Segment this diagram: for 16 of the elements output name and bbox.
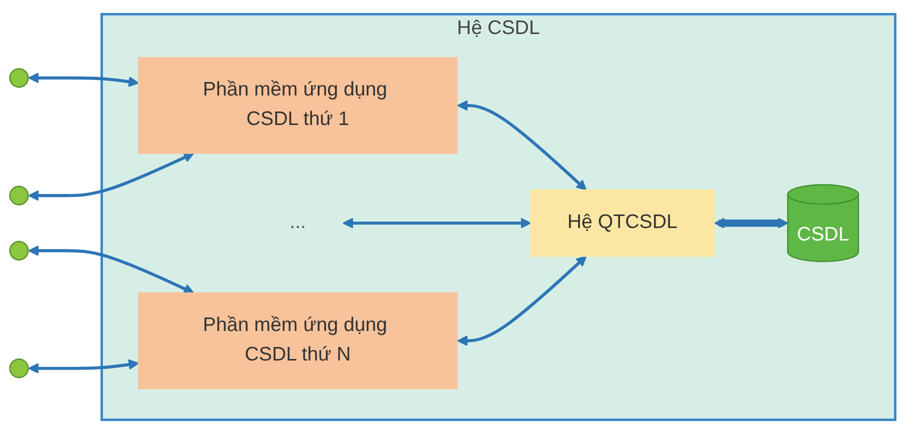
arrow [28, 152, 194, 201]
node-box: Phần mềm ứng dụng CSDL thứ N [138, 292, 458, 390]
node-person [9, 240, 29, 260]
arrow [28, 245, 194, 294]
arrow [28, 359, 139, 374]
node-person [9, 68, 29, 88]
arrow [714, 218, 788, 229]
node-person [9, 358, 29, 378]
node-person [9, 186, 29, 206]
node-text: ... [290, 212, 306, 233]
node-box: Phần mềm ứng dụng CSDL thứ 1 [138, 57, 458, 154]
node-box: Hệ QTCSDL [530, 189, 715, 257]
arrow [457, 100, 587, 191]
arrow [28, 72, 139, 88]
arrow [457, 256, 587, 346]
arrow [342, 218, 532, 229]
